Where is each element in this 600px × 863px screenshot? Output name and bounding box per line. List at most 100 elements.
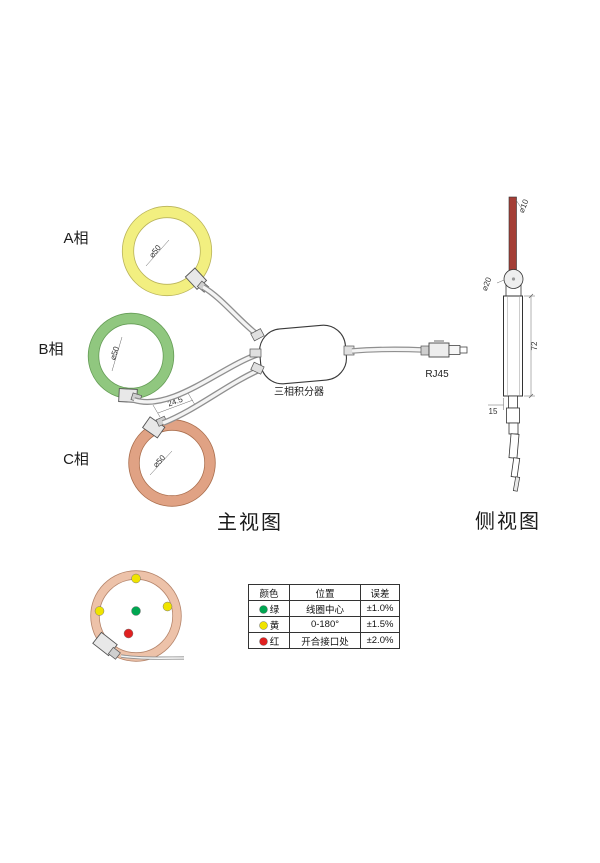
detail-tail-core <box>120 655 185 659</box>
phase-a-cable <box>201 284 261 339</box>
connector-block <box>506 407 520 424</box>
cell-tolerance-yellow: ±1.5% <box>360 616 400 633</box>
phase-c-cable <box>161 367 261 426</box>
cell-position-green: 线圈中心 <box>289 600 361 617</box>
phase-a-cable-core <box>202 285 261 338</box>
phase-b-cable <box>133 351 260 405</box>
phase-a-ring-outer-edge <box>121 205 213 297</box>
phase-c-dim-leader <box>149 450 173 476</box>
col-header-tolerance: 误差 <box>360 584 400 601</box>
connector-shaft <box>508 433 520 459</box>
clasp-dim-ext-left <box>152 404 161 418</box>
phase-c-label: C相 <box>63 451 89 468</box>
col-header-color: 颜色 <box>248 584 290 601</box>
color-name-yellow: 黄 <box>269 620 280 632</box>
clasp-dim-line <box>157 399 194 414</box>
output-cable <box>351 346 425 354</box>
rj45-connector <box>420 340 468 358</box>
cell-position-yellow: 0-180° <box>289 616 361 633</box>
color-name-red: 红 <box>269 636 280 648</box>
col-header-position: 位置 <box>289 584 361 601</box>
cable-entry-b <box>249 348 262 358</box>
flexible-rod <box>508 196 517 274</box>
yellow-dot-icon <box>258 620 268 630</box>
phase-c-diameter-dim: ⌀50 <box>151 453 167 470</box>
phase-b-dim-leader <box>111 336 123 372</box>
detail-tail-cable <box>120 654 185 660</box>
phase-c-ring-band <box>128 419 216 507</box>
test-dot-yellow-top <box>131 573 141 584</box>
phase-a-label: A相 <box>63 230 88 247</box>
roller-pin <box>511 277 516 281</box>
phase-a-diameter-dim: ⌀50 <box>147 243 163 260</box>
rj45-boot <box>420 345 430 356</box>
cell-position-red: 开合接口处 <box>289 632 361 649</box>
tolerance-table: 颜色 位置 误差 绿 线圈中心 ±1.0% 黄 0-180° ±1.5% 红 开… <box>248 584 400 649</box>
integrator-body <box>249 324 355 385</box>
dim72-tick-bottom <box>528 393 534 399</box>
cell-color-green: 绿 <box>248 600 290 617</box>
test-dot-green-center <box>131 606 141 616</box>
dim72-tick-top <box>528 293 534 299</box>
phase-b-label: B相 <box>38 341 63 358</box>
side-view: ⌀10 ⌀20 72 15 <box>475 196 541 533</box>
rj45-tip <box>459 346 468 354</box>
side-lower-connector <box>506 395 521 492</box>
cable-entry-c <box>250 361 265 375</box>
table-row-green: 绿 线圈中心 ±1.0% <box>248 600 400 617</box>
output-cable-core <box>351 347 425 353</box>
rod-dim-leader <box>515 199 523 210</box>
connector-tip <box>512 476 521 492</box>
detail-ring-view <box>90 570 185 662</box>
detail-ferrule <box>107 646 121 660</box>
cell-tolerance-green: ±1.0% <box>360 600 400 617</box>
green-dot-icon <box>258 604 268 614</box>
bottom-width-dimension: 15 <box>488 398 504 416</box>
body-length-dimension: 72 <box>524 293 539 399</box>
table-row-red: 红 开合接口处 ±2.0% <box>248 632 400 649</box>
main-view-title: 主视图 <box>217 511 283 534</box>
phase-b-diameter-dim: ⌀50 <box>108 345 121 361</box>
roller-diameter-dim: ⌀20 <box>480 276 494 293</box>
side-view-title: 侧视图 <box>475 510 541 533</box>
red-dot-icon <box>258 636 268 646</box>
phase-c-cable-core <box>162 368 260 425</box>
test-dot-red-interface <box>123 628 134 639</box>
neck <box>508 395 518 409</box>
detail-ring-outer-edge <box>90 570 182 662</box>
integrator-housing <box>259 324 347 385</box>
connector-mid <box>508 422 519 435</box>
clasp-dim-ext-right <box>187 392 196 406</box>
color-name-green: 绿 <box>269 604 280 616</box>
connector-lower <box>510 457 521 478</box>
main-view: ⌀50 A相 ⌀50 B相 ⌀50 C相 <box>38 205 468 534</box>
cell-color-yellow: 黄 <box>248 616 290 633</box>
table-header-row: 颜色 位置 误差 <box>248 584 400 601</box>
roller-dim-leader <box>496 279 505 284</box>
phase-a-ring-inner-edge <box>133 217 201 285</box>
table-row-yellow: 黄 0-180° ±1.5% <box>248 616 400 633</box>
rj45-body <box>428 342 450 358</box>
yellow-dot <box>258 620 268 630</box>
dim72-text: 72 <box>530 341 539 350</box>
phase-a-dim-leader <box>145 239 170 267</box>
test-dot-yellow-left <box>94 606 105 616</box>
phase-b-ring-band <box>88 313 174 399</box>
cell-tolerance-red: ±2.0% <box>360 632 400 649</box>
rod-diameter-dim: ⌀10 <box>517 198 531 215</box>
red-dot <box>258 636 268 646</box>
dim15-text: 15 <box>489 407 498 416</box>
phase-b-ring: ⌀50 <box>87 312 175 400</box>
phase-c-ring-inner-edge <box>138 429 206 497</box>
phase-b-cable-core <box>133 352 260 404</box>
integrator-label: 三相积分器 <box>274 385 324 398</box>
phase-b-ring-inner-edge <box>98 323 164 389</box>
rj45-plug <box>448 345 461 355</box>
cell-color-red: 红 <box>248 632 290 649</box>
cable-entry-a <box>250 328 265 342</box>
green-dot <box>258 604 268 614</box>
test-dot-yellow-right <box>162 601 173 612</box>
rj45-label: RJ45 <box>425 369 449 380</box>
